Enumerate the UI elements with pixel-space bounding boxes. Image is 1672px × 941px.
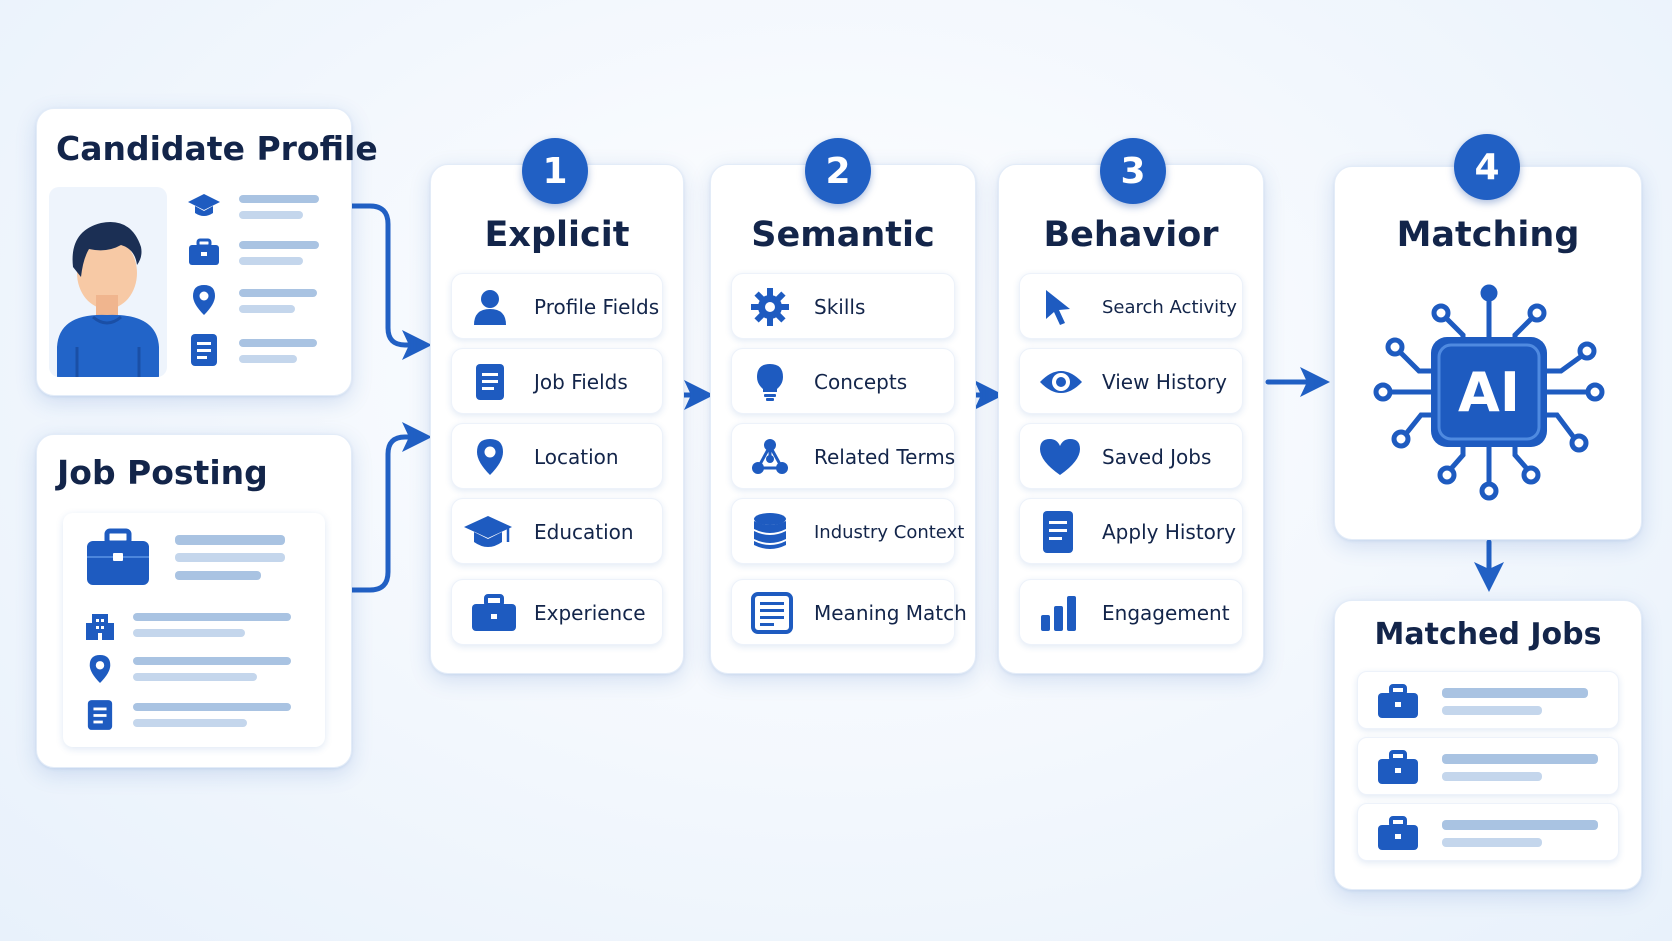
matching-card: Matching xyxy=(1334,166,1642,540)
explicit-card: Explicit Profile Fields Job Fields Locat… xyxy=(430,164,684,674)
gear-icon xyxy=(750,287,790,327)
matched-jobs-title: Matched Jobs xyxy=(1374,617,1602,652)
document-icon xyxy=(1038,509,1078,555)
list-item: Profile Fields xyxy=(451,273,663,339)
list-item: Meaning Match xyxy=(731,579,967,645)
list-item: Location xyxy=(451,423,663,489)
avatar xyxy=(49,187,167,377)
ai-chip-label: AI xyxy=(1458,360,1520,424)
list-item: Experience xyxy=(451,579,663,645)
cursor-icon xyxy=(1038,287,1078,327)
job-to-explicit-arrow xyxy=(349,422,432,593)
briefcase-icon xyxy=(1376,816,1420,852)
job-posting-card: Job Posting xyxy=(36,434,352,768)
briefcase-icon xyxy=(85,527,151,587)
building-icon xyxy=(85,611,115,641)
step-3-badge: 3 xyxy=(1100,138,1166,204)
candidate-profile-title: Candidate Profile xyxy=(56,129,378,168)
list-item: Apply History xyxy=(1019,498,1243,564)
ai-chip-icon: AI xyxy=(1369,279,1609,505)
step-2-badge: 2 xyxy=(805,138,871,204)
matched-jobs-card: Matched Jobs xyxy=(1334,600,1642,890)
text-document-icon xyxy=(750,591,794,635)
step-1-badge: 1 xyxy=(522,138,588,204)
candidate-to-explicit-arrow xyxy=(349,203,432,360)
list-item: Education xyxy=(451,498,663,564)
list-item: Job Fields xyxy=(451,348,663,414)
list-item: Saved Jobs xyxy=(1019,423,1243,489)
behavior-card: Behavior Search Activity View History Sa… xyxy=(998,164,1264,674)
document-icon xyxy=(470,362,510,402)
matched-job-row[interactable] xyxy=(1357,737,1619,795)
location-pin-icon xyxy=(189,283,219,317)
list-item: Search Activity xyxy=(1019,273,1243,339)
job-posting-document xyxy=(63,513,325,747)
graduation-cap-icon xyxy=(462,512,514,552)
matching-title: Matching xyxy=(1396,215,1580,255)
document-icon xyxy=(189,333,219,367)
list-item: Industry Context xyxy=(731,498,964,564)
briefcase-icon xyxy=(470,593,518,633)
job-posting-title: Job Posting xyxy=(57,453,268,492)
briefcase-icon xyxy=(187,237,221,267)
semantic-title: Semantic xyxy=(751,215,935,255)
database-icon xyxy=(750,512,790,552)
heart-icon xyxy=(1038,437,1082,477)
document-icon xyxy=(86,699,114,731)
eye-icon xyxy=(1038,362,1084,402)
step-4-badge: 4 xyxy=(1454,134,1520,200)
behavior-title: Behavior xyxy=(1043,215,1219,255)
briefcase-icon xyxy=(1376,750,1420,786)
list-item: Engagement xyxy=(1019,579,1243,645)
semantic-card: Semantic Skills Concepts Related Terms I… xyxy=(710,164,976,674)
location-pin-icon xyxy=(470,437,510,477)
location-pin-icon xyxy=(86,653,114,685)
lightbulb-icon xyxy=(750,362,790,402)
candidate-profile-card: Candidate Profile xyxy=(36,108,378,396)
matched-job-row[interactable] xyxy=(1357,671,1619,729)
person-icon xyxy=(470,287,510,327)
network-icon xyxy=(750,437,790,477)
list-item: Concepts xyxy=(731,348,955,414)
graduation-cap-icon xyxy=(187,191,221,221)
list-item: Skills xyxy=(731,273,955,339)
list-item: View History xyxy=(1019,348,1243,414)
bar-chart-icon xyxy=(1038,593,1078,633)
list-item: Related Terms xyxy=(731,423,955,489)
matched-job-row[interactable] xyxy=(1357,803,1619,861)
explicit-title: Explicit xyxy=(484,215,630,255)
briefcase-icon xyxy=(1376,684,1420,720)
